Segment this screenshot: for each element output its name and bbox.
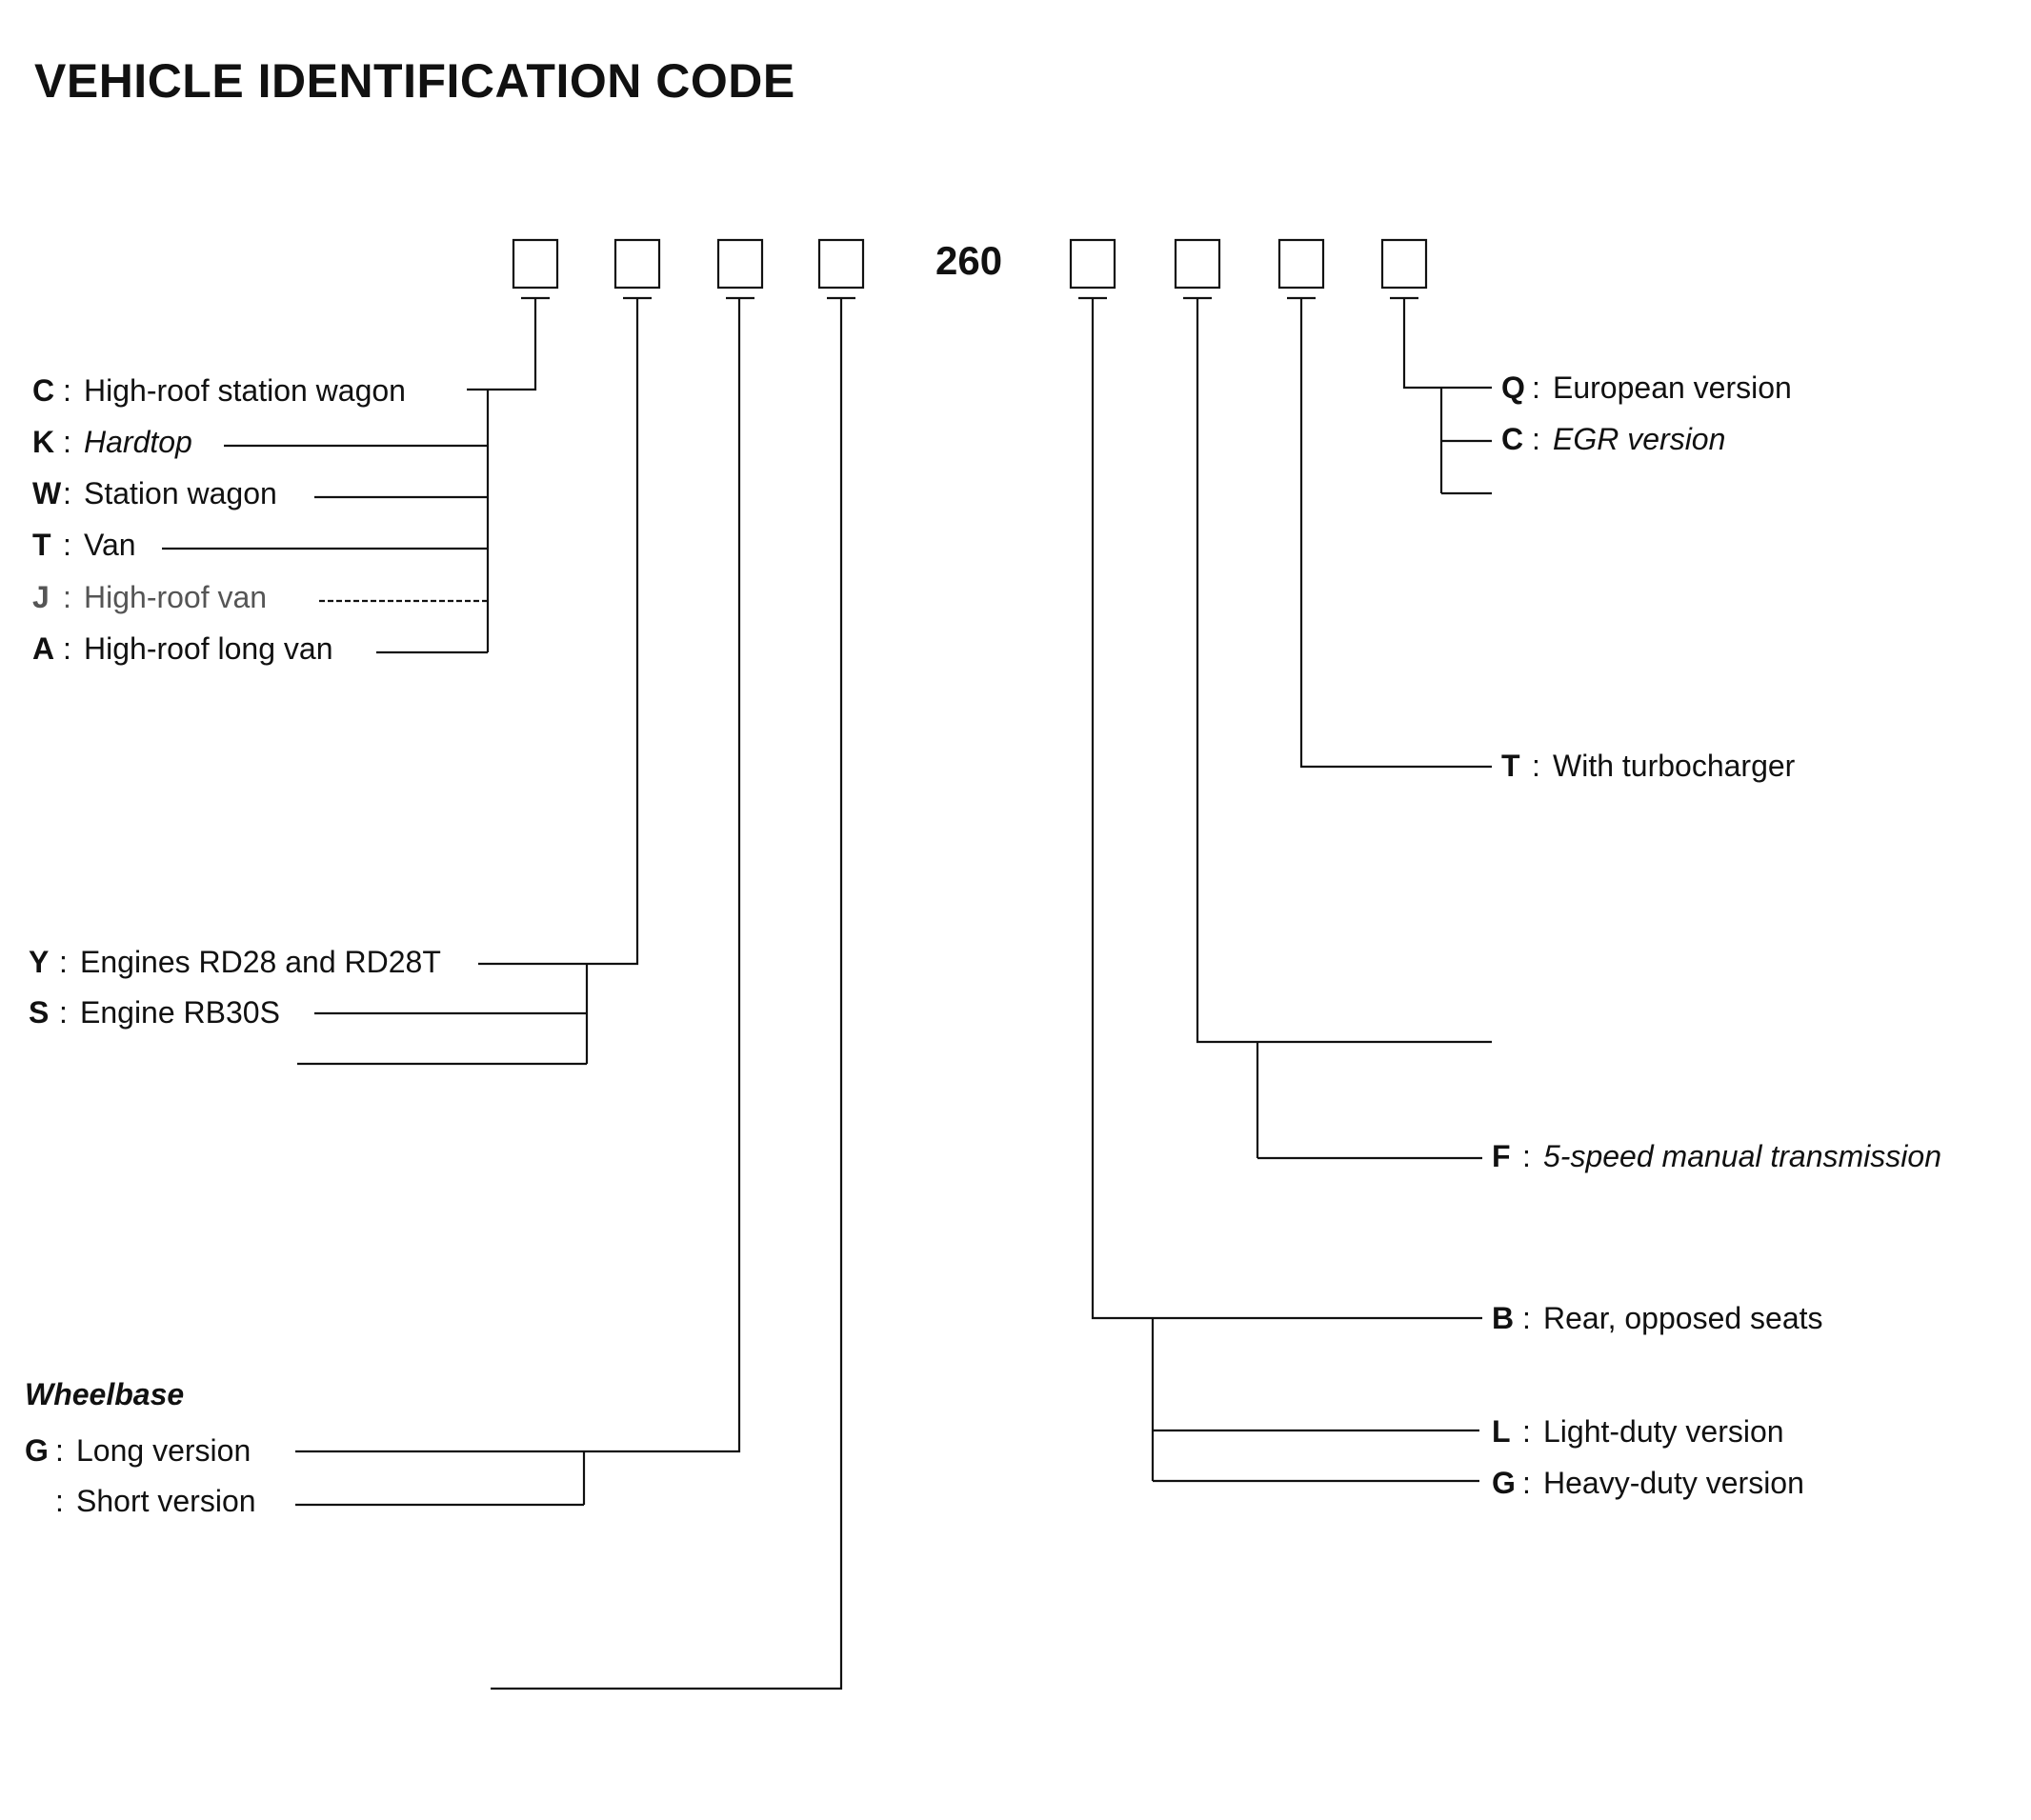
option-desc: With turbocharger xyxy=(1553,749,1796,783)
body-type-option: T: Van xyxy=(32,527,136,563)
option-desc: Long version xyxy=(76,1433,251,1468)
option-code: G xyxy=(25,1433,49,1468)
option-desc: Station wagon xyxy=(84,476,277,510)
option-desc: Hardtop xyxy=(84,425,192,459)
option-code: C xyxy=(32,373,55,408)
option-code: K xyxy=(32,425,55,459)
wheelbase-option: : Short version xyxy=(25,1483,256,1519)
body-type-bracket xyxy=(162,298,537,654)
option-sep: : xyxy=(59,995,68,1030)
option-desc: Van xyxy=(84,528,136,562)
seating-bracket xyxy=(1091,298,1482,1483)
wheelbase-bracket xyxy=(295,298,741,1507)
option-desc: High-roof long van xyxy=(84,631,333,666)
code-box-6 xyxy=(1069,238,1116,290)
option-sep: : xyxy=(1522,1301,1531,1335)
engine-option: Y: Engines RD28 and RD28T xyxy=(29,944,441,980)
code-box-7 xyxy=(1174,238,1221,290)
option-sep: : xyxy=(1522,1466,1531,1500)
option-sep: : xyxy=(63,631,71,666)
option-code: Q xyxy=(1501,370,1525,405)
code-box-1 xyxy=(512,238,559,290)
option-sep: : xyxy=(1532,422,1540,456)
option-desc: Short version xyxy=(76,1484,256,1518)
option-code: C xyxy=(1501,422,1524,456)
wheelbase-heading: Wheelbase xyxy=(25,1377,185,1411)
engine-bracket xyxy=(297,298,639,1066)
code-box-4 xyxy=(817,238,865,290)
seating-option: G: Heavy-duty version xyxy=(1492,1465,1804,1501)
model-number: 260 xyxy=(935,238,1003,283)
option-code: F xyxy=(1492,1139,1511,1173)
option-sep: : xyxy=(1532,749,1540,783)
wheelbase-option: G: Long version xyxy=(25,1432,251,1469)
turbo-line xyxy=(1299,298,1492,769)
option-sep: : xyxy=(55,1484,64,1518)
page-title: VEHICLE IDENTIFICATION CODE xyxy=(34,54,795,108)
destination-option: Q: European version xyxy=(1501,370,1792,406)
option-sep: : xyxy=(63,528,71,562)
option-code: S xyxy=(29,995,50,1030)
option-sep: : xyxy=(1532,370,1540,405)
option-sep: : xyxy=(63,373,71,408)
option-desc: Engine RB30S xyxy=(80,995,280,1030)
option-desc: Rear, opposed seats xyxy=(1543,1301,1823,1335)
code-box-8 xyxy=(1277,238,1325,290)
option-sep: : xyxy=(1522,1414,1531,1449)
option-desc: Light-duty version xyxy=(1543,1414,1784,1449)
option-desc: High-roof van xyxy=(84,580,268,614)
option-sep: : xyxy=(1522,1139,1531,1173)
engine-option: S: Engine RB30S xyxy=(29,994,280,1030)
seating-option: L: Light-duty version xyxy=(1492,1413,1784,1450)
destination-bracket xyxy=(1402,298,1492,495)
code-box-3 xyxy=(716,238,764,290)
position-4-line xyxy=(491,298,843,1690)
option-desc: European version xyxy=(1553,370,1792,405)
option-desc: 5-speed manual transmission xyxy=(1543,1139,1941,1173)
body-type-option: J: High-roof van xyxy=(32,579,267,615)
body-type-option: C: High-roof station wagon xyxy=(32,372,406,409)
option-sep: : xyxy=(63,425,71,459)
option-sep: : xyxy=(63,580,71,614)
option-desc: EGR version xyxy=(1553,422,1726,456)
code-box-2 xyxy=(613,238,661,290)
body-type-option: K: Hardtop xyxy=(32,424,192,460)
option-code: T xyxy=(32,528,51,562)
option-code: J xyxy=(32,580,50,614)
option-code: G xyxy=(1492,1466,1516,1500)
option-desc: Engines RD28 and RD28T xyxy=(80,945,441,979)
option-code: Y xyxy=(29,945,50,979)
option-code: L xyxy=(1492,1414,1511,1449)
turbo-option: T: With turbocharger xyxy=(1501,748,1795,784)
transmission-option: F:5-speed manual transmission xyxy=(1492,1138,1941,1174)
seating-option: B: Rear, opposed seats xyxy=(1492,1300,1823,1336)
transmission-bracket xyxy=(1196,298,1492,1160)
option-desc: Heavy-duty version xyxy=(1543,1466,1804,1500)
option-sep: : xyxy=(55,1433,64,1468)
option-code: W xyxy=(32,476,62,510)
destination-option: C: EGR version xyxy=(1501,421,1725,457)
option-code: T xyxy=(1501,749,1520,783)
option-sep: : xyxy=(59,945,68,979)
body-type-option: W: Station wagon xyxy=(32,475,277,511)
option-sep: : xyxy=(63,476,71,510)
body-type-option: A: High-roof long van xyxy=(32,630,332,667)
option-code: B xyxy=(1492,1301,1515,1335)
option-code: A xyxy=(32,631,55,666)
option-desc: High-roof station wagon xyxy=(84,373,406,408)
code-box-9 xyxy=(1380,238,1428,290)
